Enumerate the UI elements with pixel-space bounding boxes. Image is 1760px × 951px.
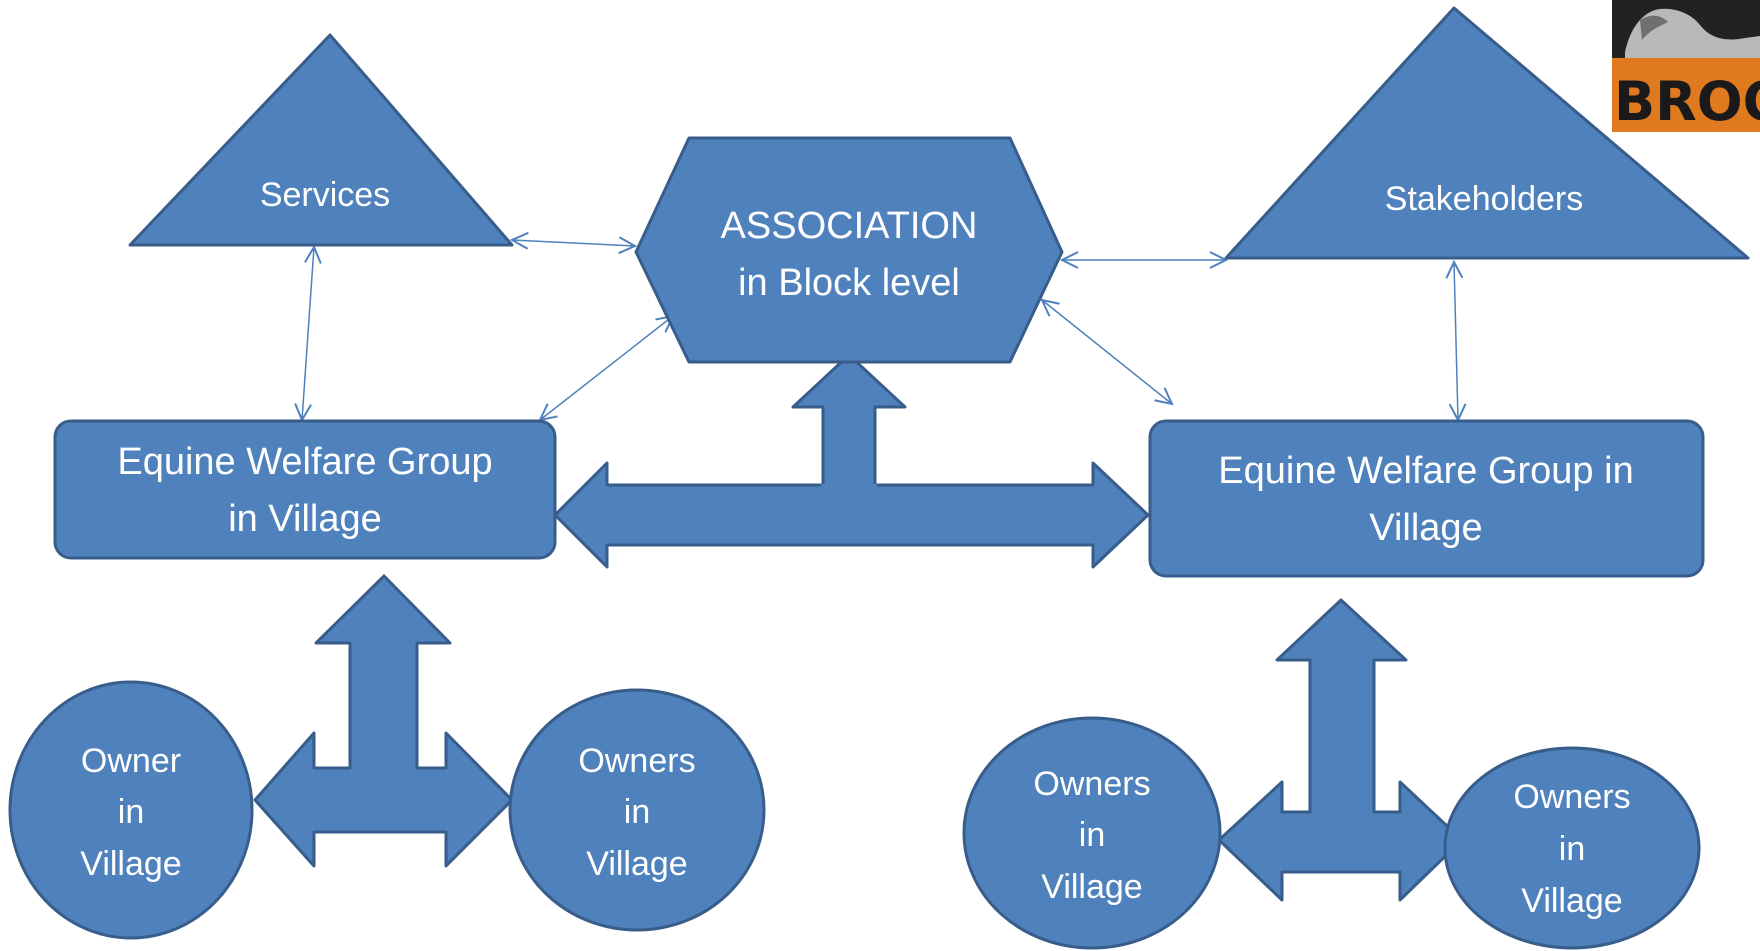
connector-services-association — [512, 240, 635, 246]
owner-label-line2: in — [624, 793, 650, 831]
owner-circle — [508, 688, 766, 932]
owner-label-line2: in — [118, 793, 144, 831]
stakeholders-triangle — [1224, 6, 1750, 260]
owner-label-line1: Owners — [1513, 778, 1630, 816]
ewg-right-node: Equine Welfare Group in Village — [1148, 419, 1705, 578]
logo-band — [1612, 58, 1760, 132]
association-label-line1: ASSOCIATION — [721, 205, 978, 247]
brook-logo: BROOK — [1612, 0, 1760, 133]
owner-label-line1: Owner — [81, 742, 181, 780]
connector-association-ewg-right — [1042, 300, 1172, 404]
block-arrow-top-t-stem — [791, 353, 907, 489]
connectors — [302, 240, 1458, 420]
owner-circle — [1443, 746, 1701, 950]
services-label: Services — [260, 176, 390, 214]
stakeholders-label: Stakeholders — [1385, 180, 1583, 218]
ewg-left-box — [53, 419, 557, 560]
owner-label-line3: Village — [586, 845, 687, 883]
ewg-right-label-line1: Equine Welfare Group in — [1218, 450, 1633, 492]
connector-services-ewg-left — [302, 247, 314, 420]
owner-label-line3: Village — [1521, 882, 1622, 920]
block-arrow-bottom-right — [1217, 598, 1464, 902]
block-arrow-bottom-left — [253, 574, 514, 868]
ewg-left-label-line2: in Village — [228, 498, 382, 540]
owner-circle — [962, 716, 1222, 950]
owner-node-left-left: Owner in Village — [8, 680, 254, 940]
owner-node-right-right: Owners in Village — [1443, 746, 1701, 950]
block-arrow-top-t-join — [821, 484, 877, 498]
services-triangle — [128, 33, 514, 247]
services-node: Services — [128, 33, 514, 247]
ewg-right-label-line2: Village — [1369, 507, 1482, 549]
ewg-left-label-line1: Equine Welfare Group — [117, 441, 492, 483]
owner-label-line1: Owners — [578, 742, 695, 780]
logo-text: BROOK — [1614, 70, 1760, 133]
ewg-right-box — [1148, 419, 1705, 578]
ewg-left-node: Equine Welfare Group in Village — [53, 419, 557, 560]
owner-label-line3: Village — [80, 845, 181, 883]
owner-label-line3: Village — [1041, 868, 1142, 906]
owner-circle — [8, 680, 254, 940]
horse-logo-mane-icon — [1640, 15, 1668, 41]
connector-stakeholders-ewg-right — [1454, 262, 1458, 420]
owner-node-right-left: Owners in Village — [962, 716, 1222, 950]
block-arrows — [253, 353, 1464, 902]
owner-label-line2: in — [1079, 816, 1105, 854]
owner-label-line1: Owners — [1033, 765, 1150, 803]
association-label-line2: in Block level — [738, 262, 960, 304]
owner-node-left-right: Owners in Village — [508, 688, 766, 932]
owner-label-line2: in — [1559, 830, 1585, 868]
association-hexagon — [634, 136, 1064, 364]
block-arrow-top-t — [553, 461, 1150, 569]
association-node: ASSOCIATION in Block level — [634, 136, 1064, 364]
stakeholders-node: Stakeholders — [1224, 6, 1750, 260]
connector-association-ewg-left — [540, 316, 673, 420]
